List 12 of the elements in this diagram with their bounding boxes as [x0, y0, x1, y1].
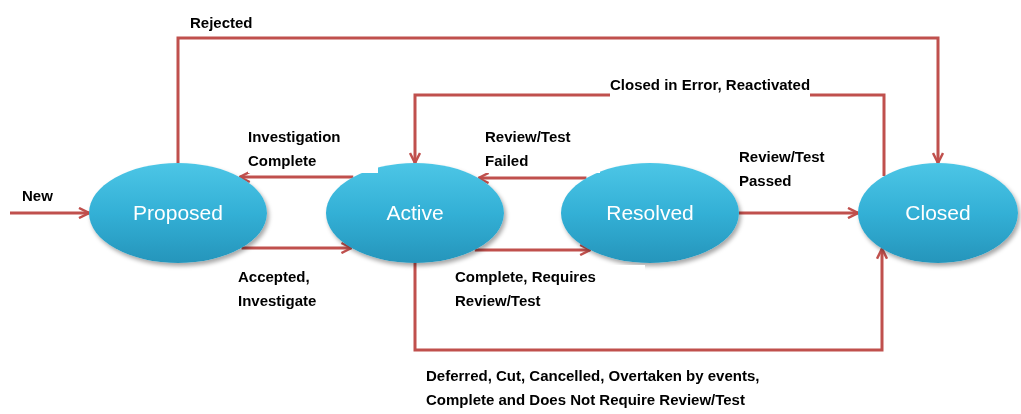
arrow: [238, 170, 354, 184]
state-name: Active: [386, 200, 444, 227]
arrow: [10, 206, 91, 220]
arrow: [413, 247, 889, 352]
state-name: Closed: [905, 200, 971, 227]
state-name: Resolved: [606, 200, 694, 227]
arrow: [739, 206, 860, 220]
arrow: [241, 241, 353, 255]
arrow: [477, 171, 587, 185]
arrow: [176, 36, 945, 165]
arrow: [474, 243, 592, 257]
state-name: Proposed: [133, 200, 223, 227]
